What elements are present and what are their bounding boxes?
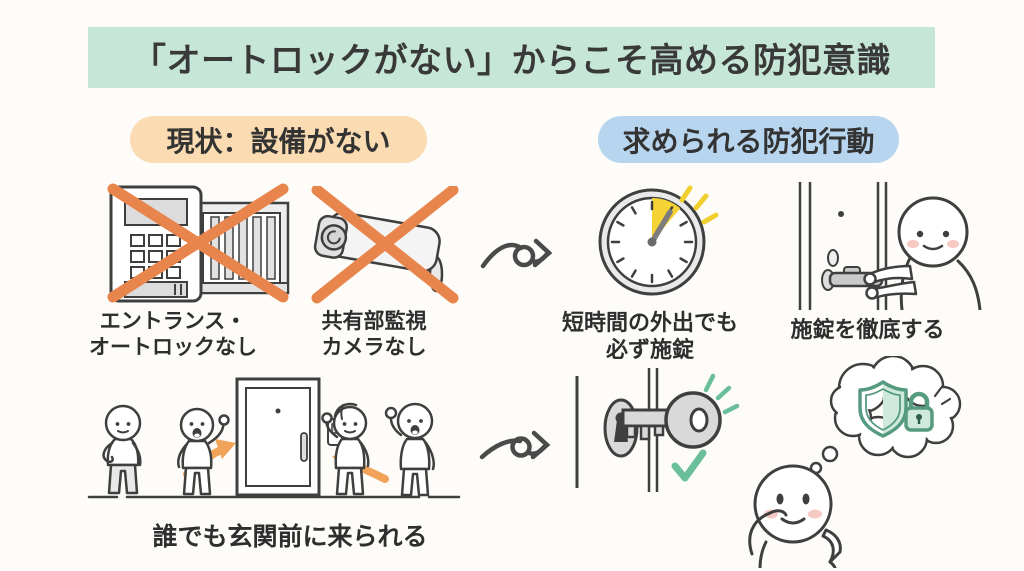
intercom-gate-crossed-icon — [107, 183, 290, 303]
title-banner: 「オートロックがない」からこそ高める防犯意識 — [88, 27, 935, 88]
person-locking-door-icon — [798, 182, 982, 310]
loop-arrow-icon — [479, 430, 551, 460]
current-section-header: 現状：設備がない — [130, 116, 427, 163]
camera-label: 共有部監視 カメラなし — [321, 309, 427, 360]
actions-section-header: 求められる防犯行動 — [598, 116, 899, 163]
person-thinking-security-icon — [748, 356, 962, 568]
security-camera-crossed-icon — [311, 186, 459, 304]
key-in-lock-checked-icon — [575, 368, 740, 492]
visitors-at-door-icon — [87, 377, 461, 499]
current-header-label: 現状：設備がない — [166, 124, 391, 158]
loop-arrow-icon — [480, 238, 553, 269]
lock-label: 施錠を徹底する — [790, 318, 945, 343]
entrance-label: エントランス・ オートロックなし — [89, 309, 257, 360]
clock-short-time-icon — [598, 185, 719, 296]
page-title: 「オートロックがない」からこそ高める防犯意識 — [132, 41, 891, 81]
actions-header-label: 求められる防犯行動 — [622, 124, 875, 158]
clock-label: 短時間の外出でも 必ず施錠 — [561, 311, 738, 364]
door-label: 誰でも玄関前に来られる — [152, 522, 428, 551]
